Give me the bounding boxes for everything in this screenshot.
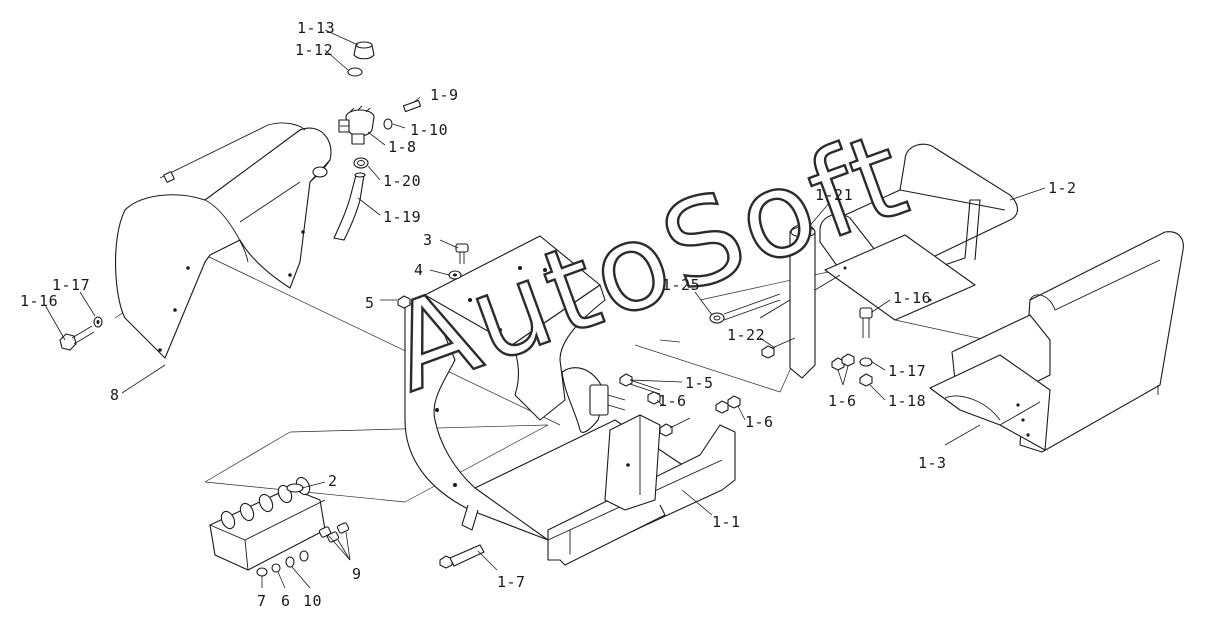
callout-1-19: 1-19: [383, 208, 421, 226]
watermark: AutoSoft: [371, 103, 927, 419]
callout-1-8: 1-8: [388, 138, 417, 156]
watermark-text: AutoSoft: [372, 104, 926, 418]
callout-1-16-right: 1-16: [893, 289, 931, 307]
operator-seat: [929, 231, 1184, 453]
pivot-hardware: [709, 293, 796, 359]
callout-1-20: 1-20: [383, 172, 421, 190]
callout-4: 4: [414, 261, 424, 279]
callout-1-6-mid: 1-6: [658, 392, 687, 410]
callout-9: 9: [352, 565, 362, 583]
callout-1-22: 1-22: [727, 326, 765, 344]
main-frame: [404, 235, 736, 566]
callout-7: 7: [257, 592, 267, 610]
callout-1-18: 1-18: [888, 392, 926, 410]
callout-1-17-left: 1-17: [52, 276, 90, 294]
callout-1-12: 1-12: [295, 41, 333, 59]
callout-5: 5: [365, 294, 375, 312]
callout-1-6-right: 1-6: [828, 392, 857, 410]
callout-1-2: 1-2: [1048, 179, 1077, 197]
callout-1-7: 1-7: [497, 573, 526, 591]
callout-3: 3: [423, 231, 433, 249]
callout-8: 8: [110, 386, 120, 404]
callout-6: 6: [281, 592, 291, 610]
callout-labels: 1-13 1-12 1-9 1-10 1-8 1-20 1-19 3 4 5 1…: [20, 19, 1077, 610]
callout-1-10: 1-10: [410, 121, 448, 139]
callout-1-25: 1-25: [662, 276, 700, 294]
handrail-guard: [759, 143, 1019, 379]
leader-lines: [44, 29, 1046, 589]
frame-hardware: [397, 243, 469, 309]
callout-2: 2: [328, 472, 338, 490]
filler-assembly: [333, 41, 422, 241]
callout-1-5: 1-5: [685, 374, 714, 392]
callout-10: 10: [303, 592, 322, 610]
callout-1-1: 1-1: [712, 513, 741, 531]
callout-1-17-right: 1-17: [888, 362, 926, 380]
callout-1-21: 1-21: [815, 186, 853, 204]
callout-1-16-left: 1-16: [20, 292, 58, 310]
right-bolt-stack: [831, 307, 873, 387]
left-fender-cover: [114, 122, 332, 359]
callout-1-9: 1-9: [430, 86, 459, 104]
control-valve-block: [209, 476, 350, 577]
frame-bolts: [439, 373, 741, 569]
callout-1-6-far: 1-6: [745, 413, 774, 431]
callout-1-13: 1-13: [297, 19, 335, 37]
left-bolt-and-washer: [59, 316, 103, 351]
callout-1-3: 1-3: [918, 454, 947, 472]
